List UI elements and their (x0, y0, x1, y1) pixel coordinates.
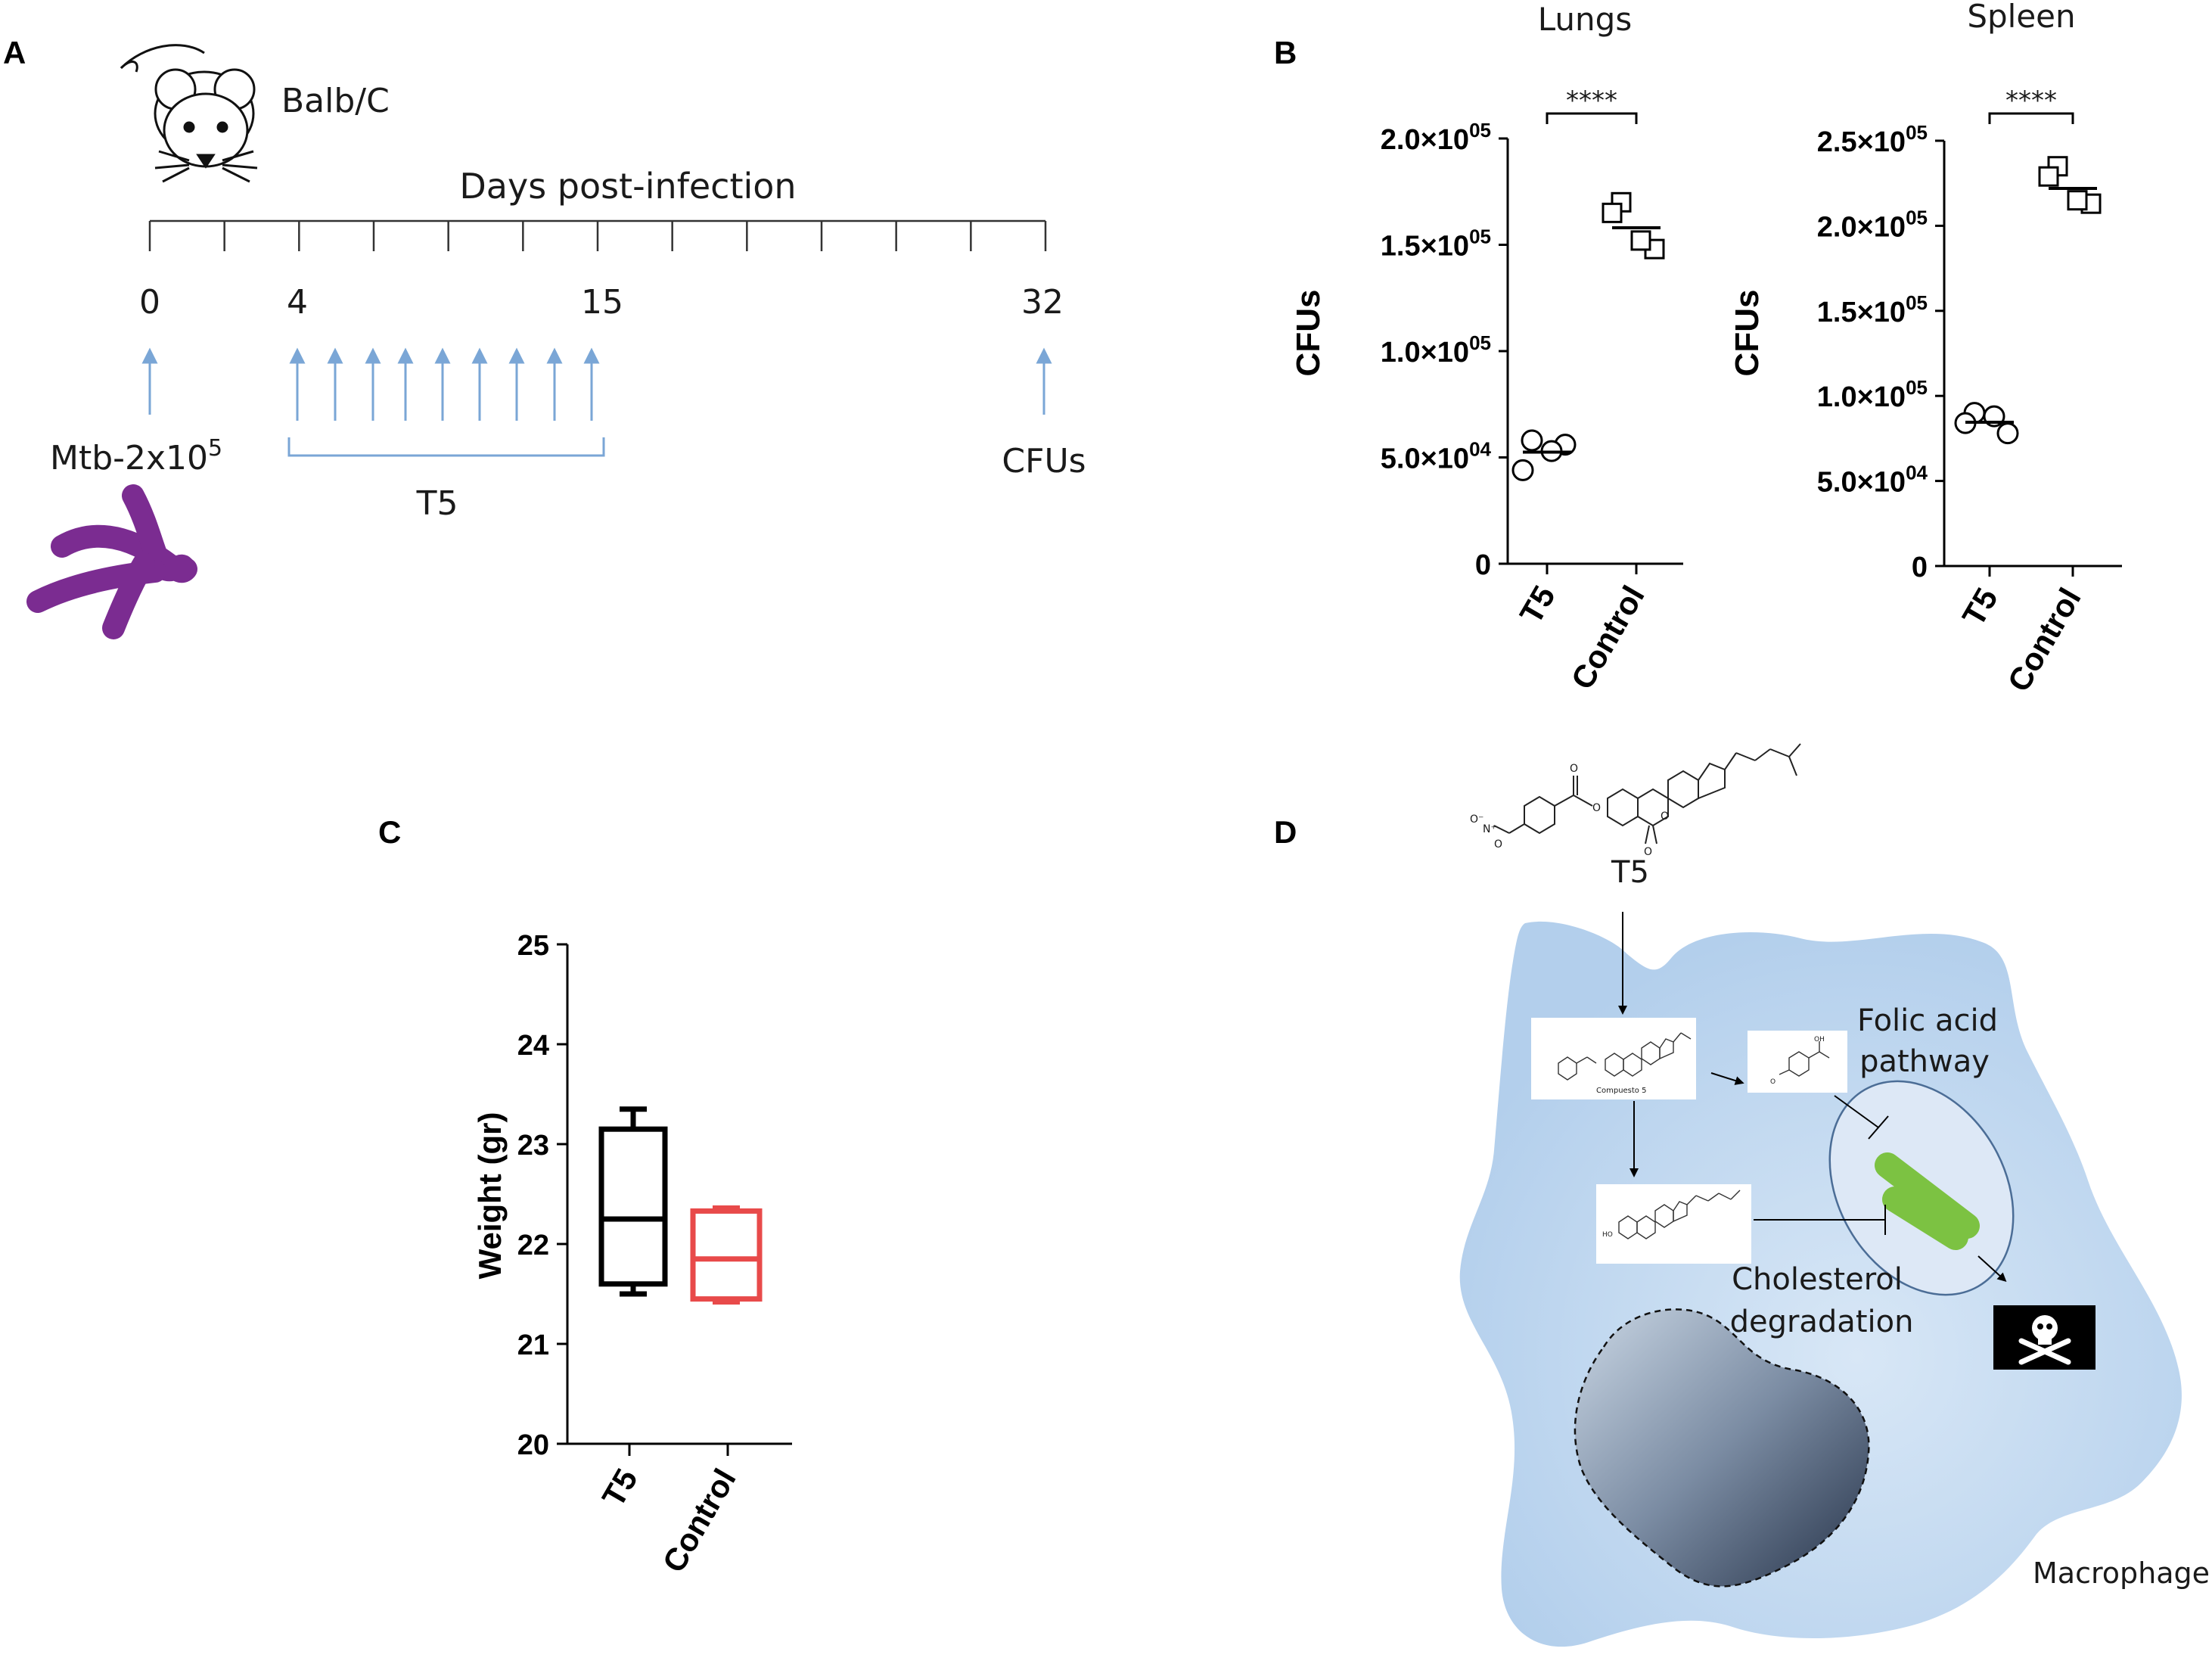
t5-structure-icon: O⁻ N⁺ O O O O O (1470, 743, 1801, 858)
cholesterol-label-1: Cholesterol (1732, 1262, 1903, 1297)
data-point (2038, 166, 2059, 187)
x-tick-label: T5 (1513, 580, 1562, 630)
t5-intracellular-card: Compuesto 5 (1531, 1018, 1696, 1099)
panel-label-c: C (378, 814, 401, 850)
y-tick-label: 22 (517, 1230, 549, 1261)
svg-text:OH: OH (1814, 1036, 1825, 1043)
box-iqr (690, 1208, 763, 1302)
significance-bracket (1546, 112, 1638, 124)
macrophage-label: Macrophage (2033, 1557, 2210, 1590)
y-tick-label: 5.0×1004 (1817, 462, 1928, 499)
y-tick-label: 25 (517, 930, 549, 962)
svg-text:O: O (1570, 763, 1578, 775)
x-tick-label: Control (2000, 582, 2087, 698)
folic-acid-label-1: Folic acid (1857, 1003, 1998, 1038)
x-tick-label: Control (1564, 580, 1651, 695)
cholesterol-label-2: degradation (1730, 1305, 1914, 1339)
day-label-4: 4 (287, 283, 308, 322)
infection-label: Mtb-2x105 (50, 435, 222, 477)
svg-text:HO: HO (1602, 1231, 1613, 1239)
panel-label-a: A (3, 35, 26, 70)
y-tick-label: 2.0×1005 (1381, 119, 1491, 156)
y-tick-label: 1.5×1005 (1381, 225, 1491, 263)
skull-crossbones-icon (1993, 1305, 2095, 1370)
flow-arrows (1618, 912, 2007, 1283)
svg-text:O: O (1661, 810, 1669, 823)
significance-label: **** (2005, 86, 2057, 116)
weight-y-label: Weight (gr) (472, 1112, 508, 1280)
day-label-32: 32 (1021, 283, 1064, 322)
treatment-arrows (289, 347, 600, 421)
y-tick-label: 2.0×1005 (1817, 206, 1928, 243)
nucleus (1574, 1308, 1870, 1588)
box-iqr (598, 1126, 668, 1287)
svg-text:Compuesto 5: Compuesto 5 (1596, 1087, 1646, 1095)
panel-d: D (1274, 743, 2210, 1647)
panel-label-d: D (1274, 814, 1297, 850)
panel-label-b: B (1274, 35, 1297, 70)
mtb-bacteria-icon-d (1875, 1152, 1980, 1250)
y-tick-label: 24 (517, 1030, 549, 1062)
mouse-icon (120, 44, 258, 183)
spleen-chart: Spleen CFUs 0 5.0×1004 1.0×1005 1.5×1005 2.0… (1729, 0, 2122, 698)
spleen-title: Spleen (1967, 0, 2075, 35)
y-tick-label: 20 (517, 1429, 549, 1461)
svg-text:O: O (1494, 838, 1502, 851)
data-point (1511, 459, 1534, 481)
svg-text:O: O (1770, 1078, 1776, 1086)
folic-acid-label-2: pathway (1859, 1044, 1990, 1079)
y-tick-label: 2.5×1005 (1817, 121, 1928, 158)
panel-b: B Lungs CFUs 0 5.0×1004 1.0×1005 1.5×1005 2.… (1274, 0, 2122, 698)
data-point (1521, 429, 1543, 452)
data-point (2067, 190, 2088, 211)
mtb-bacteria-icon (26, 484, 197, 639)
panel-a: A Balb/C Days post-infection 0 4 15 32 (3, 35, 1086, 639)
timeline-title: Days post-infection (459, 166, 796, 207)
treatment-bracket (287, 437, 605, 457)
svg-text:O: O (1592, 802, 1601, 814)
significance-bracket (1988, 112, 2074, 124)
x-tick-label: T5 (595, 1463, 645, 1513)
lungs-chart: Lungs CFUs 0 5.0×1004 1.0×1005 1.5×1005 2.0×… (1290, 1, 1683, 695)
svg-text:O⁻: O⁻ (1470, 813, 1483, 826)
data-point (1996, 422, 2019, 445)
day-label-15: 15 (581, 283, 623, 322)
y-tick-label: 21 (517, 1330, 549, 1361)
y-tick-label: 0 (1475, 549, 1491, 581)
spleen-y-label: CFUs (1729, 290, 1766, 377)
nitrobenzoic-acid-card: O OH (1748, 1031, 1847, 1093)
timeline-axis (148, 219, 1047, 251)
t5-compound-label: T5 (1611, 855, 1649, 890)
sterol-card: HO (1596, 1184, 1751, 1264)
data-point (1602, 202, 1623, 223)
treatment-label: T5 (416, 484, 458, 523)
box-t5 (598, 1106, 668, 1297)
lungs-title: Lungs (1538, 1, 1632, 38)
day-label-0: 0 (139, 283, 160, 322)
y-tick-label: 5.0×1004 (1381, 438, 1492, 475)
data-point (1630, 230, 1651, 251)
x-tick-label: T5 (1956, 582, 2005, 632)
y-tick-label: 0 (1912, 552, 1928, 583)
box-control (690, 1205, 763, 1305)
svg-text:N⁺: N⁺ (1483, 823, 1496, 835)
y-tick-label: 1.0×1005 (1381, 331, 1491, 369)
lungs-y-label: CFUs (1290, 290, 1327, 377)
y-tick-label: 1.0×1005 (1817, 376, 1928, 413)
y-tick-label: 1.5×1005 (1817, 291, 1928, 328)
svg-text:O: O (1644, 846, 1652, 858)
x-tick-label: Control (655, 1463, 742, 1578)
y-tick-label: 23 (517, 1130, 549, 1162)
mouse-strain-label: Balb/C (281, 82, 390, 120)
significance-label: **** (1566, 86, 1617, 116)
endpoint-label: CFUs (1002, 442, 1086, 481)
